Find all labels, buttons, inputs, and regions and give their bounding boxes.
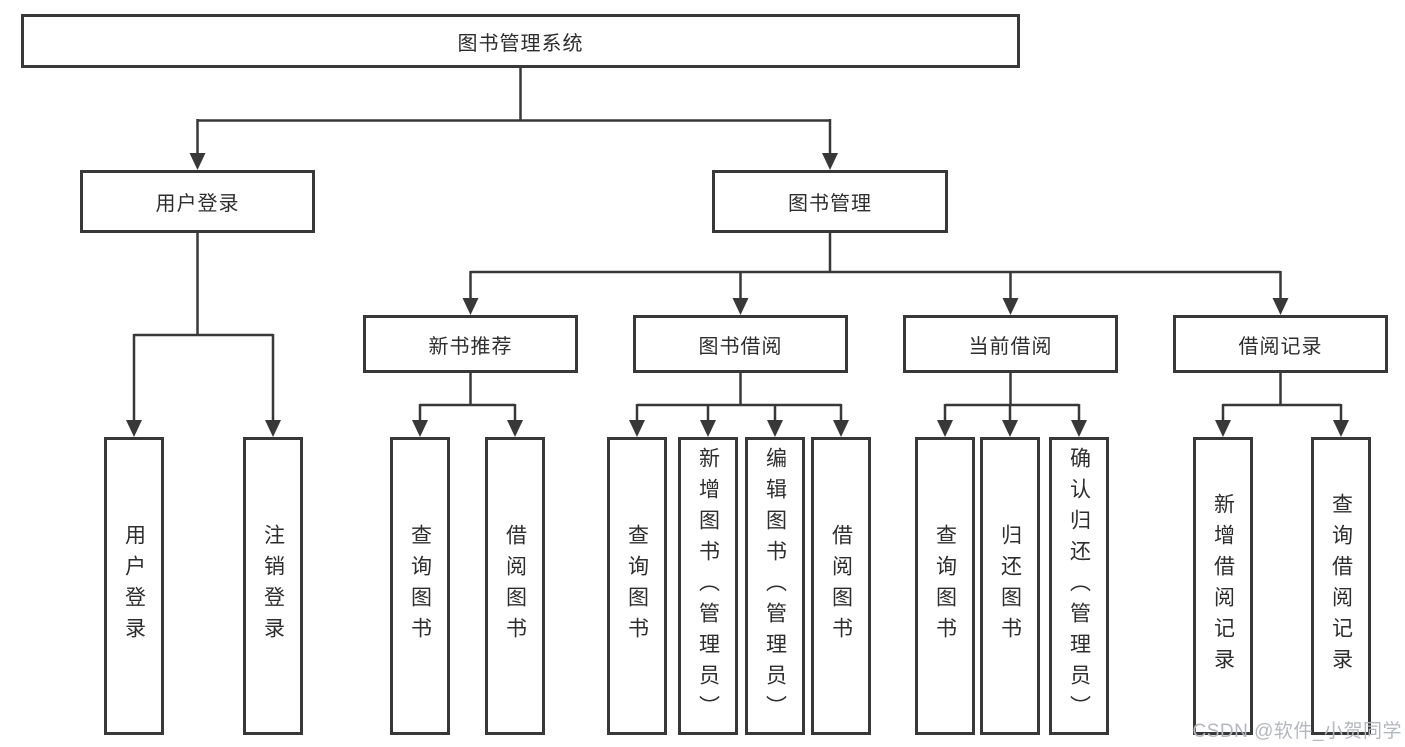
leaf-query-books-recommend: 查询图书 (390, 437, 450, 735)
node-borrow-records: 借阅记录 (1173, 315, 1388, 373)
leaf-query-books-recommend-label: 查询图书 (408, 524, 432, 648)
leaf-edit-books-admin-label: 编辑图书（管理员） (763, 446, 787, 726)
leaf-logout: 注销登录 (243, 437, 303, 735)
connector-strokes (132, 68, 1343, 422)
node-book-management: 图书管理 (712, 170, 948, 233)
leaf-user-login: 用户登录 (104, 437, 164, 735)
node-user-login-label: 用户登录 (155, 193, 240, 215)
leaf-return-books: 归还图书 (980, 437, 1040, 735)
leaf-add-borrow-record-label: 新增借阅记录 (1211, 493, 1235, 679)
leaf-query-books-current-label: 查询图书 (933, 524, 957, 648)
leaf-add-borrow-record: 新增借阅记录 (1193, 437, 1253, 735)
leaf-query-borrow-record-label: 查询借阅记录 (1329, 493, 1353, 679)
leaf-add-books-admin-label: 新增图书（管理员） (696, 446, 720, 726)
leaf-query-borrow-record: 查询借阅记录 (1311, 437, 1371, 735)
node-new-book-recommend: 新书推荐 (363, 315, 578, 373)
leaf-borrow-books-recommend-label: 借阅图书 (503, 524, 527, 648)
arrowheads (126, 153, 1349, 437)
leaf-query-books-current: 查询图书 (915, 437, 975, 735)
leaf-edit-books-admin: 编辑图书（管理员） (745, 437, 805, 735)
leaf-borrow-books: 借阅图书 (811, 437, 871, 735)
csdn-watermark: CSDN @软件_小贺同学 (1192, 721, 1402, 742)
leaf-logout-label: 注销登录 (261, 524, 285, 648)
leaf-query-books-borrow: 查询图书 (607, 437, 667, 735)
node-new-book-recommend-label: 新书推荐 (428, 335, 513, 358)
leaf-confirm-return-admin-label: 确认归还（管理员） (1067, 446, 1091, 726)
node-book-borrow: 图书借阅 (633, 315, 848, 373)
leaf-return-books-label: 归还图书 (998, 524, 1022, 648)
node-current-borrow: 当前借阅 (903, 315, 1118, 373)
node-root-system: 图书管理系统 (21, 14, 1020, 68)
leaf-user-login-label: 用户登录 (122, 524, 146, 648)
node-borrow-records-label: 借阅记录 (1238, 335, 1323, 358)
node-user-login: 用户登录 (80, 170, 315, 233)
leaf-borrow-books-label: 借阅图书 (829, 524, 853, 648)
leaf-query-books-borrow-label: 查询图书 (625, 524, 649, 648)
leaf-borrow-books-recommend: 借阅图书 (485, 437, 545, 735)
node-book-borrow-label: 图书借阅 (698, 335, 783, 358)
node-book-management-label: 图书管理 (788, 193, 872, 215)
node-root-label: 图书管理系统 (457, 32, 584, 55)
node-current-borrow-label: 当前借阅 (968, 335, 1053, 358)
leaf-add-books-admin: 新增图书（管理员） (678, 437, 738, 735)
leaf-confirm-return-admin: 确认归还（管理员） (1049, 437, 1109, 735)
